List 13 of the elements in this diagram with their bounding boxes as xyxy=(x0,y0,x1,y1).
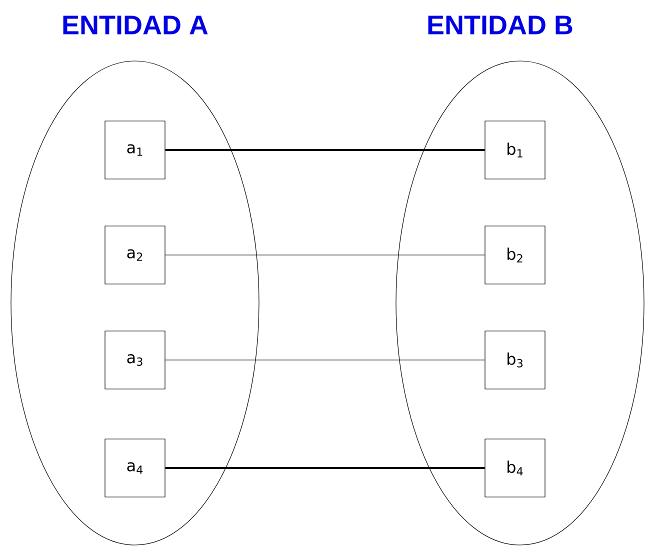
connector-line xyxy=(165,467,485,469)
element-box: b$_{1}$ xyxy=(484,120,546,180)
element-box: a$_{4}$ xyxy=(104,438,166,498)
element-box: b$_{2}$ xyxy=(484,226,546,284)
element-box: b$_{3}$ xyxy=(484,330,546,390)
connector-line xyxy=(165,149,485,151)
node-label: ENTIDAD B xyxy=(428,16,572,34)
element-box: a$_{2}$ xyxy=(104,226,166,284)
connector-line xyxy=(165,254,485,256)
element-box: a$_{3}$ xyxy=(104,330,166,390)
element-box: a$_{1}$ xyxy=(104,120,166,180)
element-box: b$_{4}$ xyxy=(484,438,546,498)
node-label: ENTIDAD A xyxy=(63,16,208,34)
